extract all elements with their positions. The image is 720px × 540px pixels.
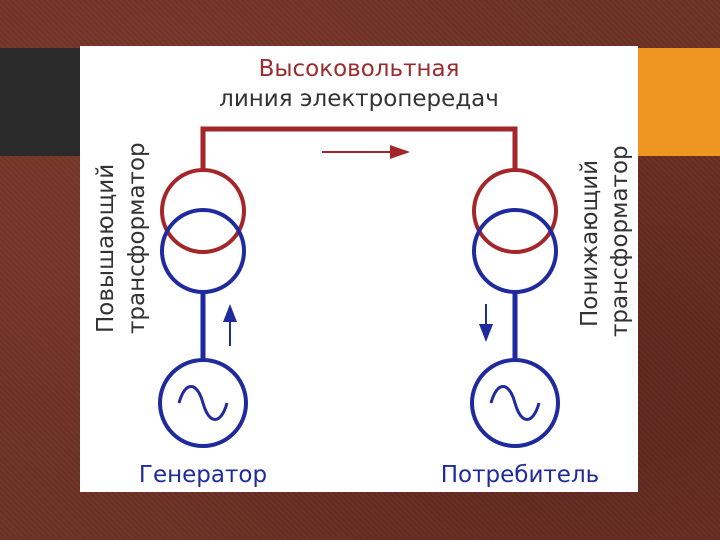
consumer-icon <box>470 358 560 448</box>
step-up-label-2: трансформатор <box>124 142 150 334</box>
step-down-transformer-icon <box>472 168 558 294</box>
generator-label: Генератор <box>139 462 267 488</box>
consumer-label: Потребитель <box>441 462 599 488</box>
arrow-down-icon <box>479 304 493 342</box>
step-down-label-2: трансформатор <box>607 145 633 337</box>
arrow-up-icon <box>223 304 237 346</box>
line-title-2: линия электропередач <box>219 86 499 112</box>
step-down-label-1: Понижающий <box>577 160 603 327</box>
power-flow-arrow-right <box>322 145 410 159</box>
step-up-label-1: Повышающий <box>93 164 119 333</box>
high-voltage-line <box>200 126 518 170</box>
line-title-1: Высоковольтная <box>259 56 460 82</box>
decor-dark-band <box>0 48 82 156</box>
step-up-transformer-icon <box>160 168 246 294</box>
generator-icon <box>158 358 248 448</box>
power-transmission-diagram: Высоковольтная линия электропередач Повы… <box>93 56 633 488</box>
decor-orange-band <box>636 48 720 156</box>
slide-panel: Высоковольтная линия электропередач Повы… <box>80 46 638 492</box>
